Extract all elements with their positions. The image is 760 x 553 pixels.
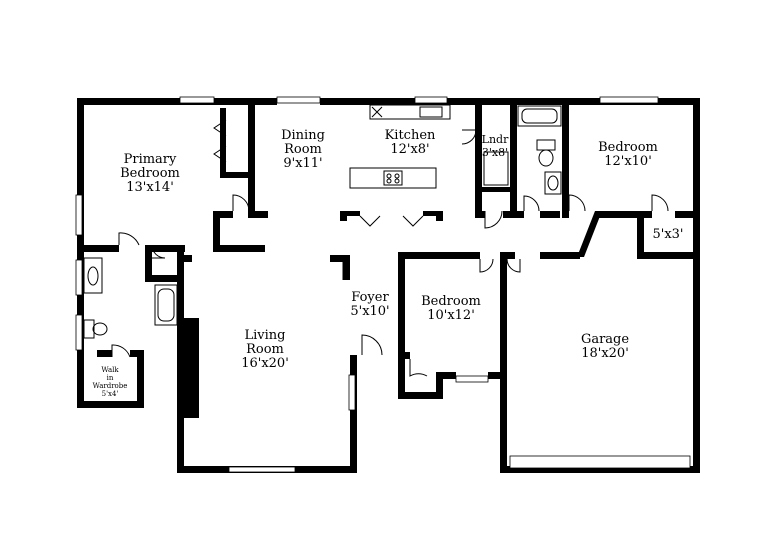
foyer-size: 5'x10' <box>350 304 389 319</box>
kitchen-name: Kitchen <box>385 128 436 143</box>
doors <box>111 119 669 377</box>
dining-room-size: 9'x11' <box>283 156 322 171</box>
foyer-label: Foyer 5'x10' <box>350 290 389 319</box>
living-room-size: 16'x20' <box>241 356 289 371</box>
garage-size: 18'x20' <box>581 346 629 361</box>
primary-bedroom-name-line2: Bedroom <box>120 166 180 181</box>
wardrobe-name-line3: Wardrobe <box>93 382 128 390</box>
kitchen-label: Kitchen 12'x8' <box>385 128 436 157</box>
walk-in-wardrobe-label: Walk in Wardrobe 5'x4' <box>93 366 128 398</box>
dining-room-name-line2: Room <box>284 142 322 157</box>
closet-5x3-size: 5'x3' <box>652 227 683 242</box>
foyer-name: Foyer <box>351 290 389 305</box>
wardrobe-name-line1: Walk <box>101 366 119 374</box>
garage-label: Garage 18'x20' <box>581 332 629 361</box>
primary-bedroom-size: 13'x14' <box>126 180 174 195</box>
living-room-name-line2: Room <box>246 342 284 357</box>
wardrobe-name-line2: in <box>107 374 114 382</box>
interior-walls <box>77 98 700 399</box>
windows <box>75 96 691 473</box>
laundry-size: 3'x8' <box>482 146 508 159</box>
closet-5x3-label: 5'x3' <box>652 227 683 242</box>
dining-room-name-line1: Dining <box>281 128 325 143</box>
laundry-name: Lndr <box>482 133 509 146</box>
wardrobe-size: 5'x4' <box>102 390 119 398</box>
primary-bedroom-name-line1: Primary <box>124 152 177 167</box>
primary-bedroom-label: Primary Bedroom 13'x14' <box>120 152 180 195</box>
fixtures <box>83 104 562 339</box>
bedroom-2-name: Bedroom <box>598 140 658 155</box>
bedroom-2-size: 12'x10' <box>604 154 652 169</box>
bedroom-3-name: Bedroom <box>421 294 481 309</box>
dining-room-label: Dining Room 9'x11' <box>281 128 325 171</box>
kitchen-size: 12'x8' <box>390 142 429 157</box>
bedroom-3-size: 10'x12' <box>427 308 475 323</box>
laundry-label: Lndr 3'x8' <box>482 133 509 159</box>
room-labels: Primary Bedroom 13'x14' Dining Room 9'x1… <box>93 128 684 398</box>
garage-name: Garage <box>581 332 629 347</box>
bedroom-3-label: Bedroom 10'x12' <box>421 294 481 323</box>
bedroom-2-label: Bedroom 12'x10' <box>598 140 658 169</box>
living-room-label: Living Room 16'x20' <box>241 328 289 371</box>
living-room-name-line1: Living <box>245 328 286 343</box>
